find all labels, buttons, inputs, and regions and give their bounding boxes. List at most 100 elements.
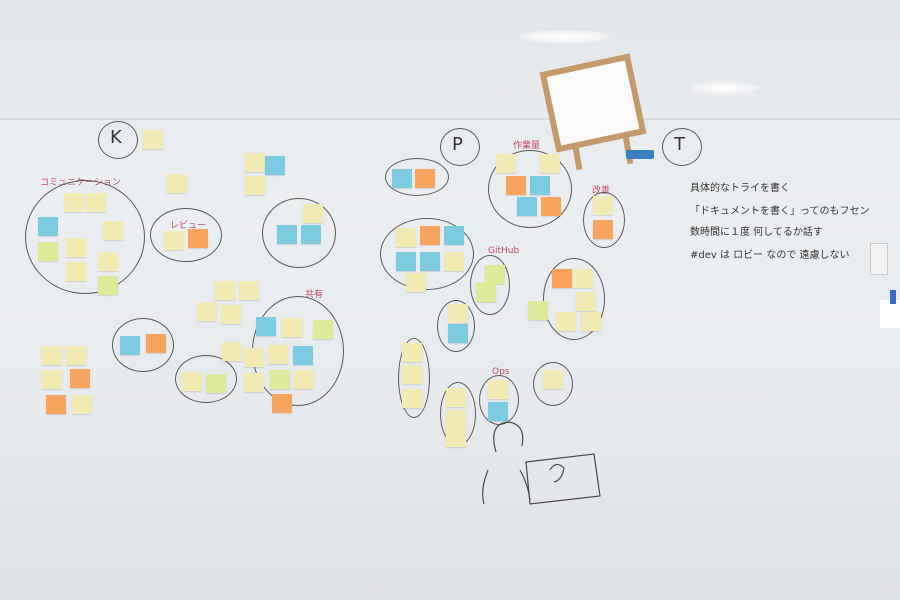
group-label-kaizen: 改善 xyxy=(592,186,611,196)
group-circle xyxy=(543,258,605,340)
sticky-note xyxy=(485,265,505,284)
sticky-note xyxy=(98,276,118,295)
sticky-note xyxy=(146,334,166,353)
sticky-note xyxy=(167,174,187,193)
sticky-note xyxy=(66,262,86,281)
sticky-note xyxy=(268,345,288,364)
sticky-note xyxy=(103,221,123,240)
sticky-note xyxy=(143,130,163,149)
marker-pen xyxy=(890,290,896,304)
p-heading-circle xyxy=(440,128,480,166)
sticky-note xyxy=(86,193,106,212)
sticky-note xyxy=(476,283,496,302)
sticky-note xyxy=(294,370,314,389)
sticky-note xyxy=(293,346,313,365)
sticky-note xyxy=(448,304,468,323)
sticky-note xyxy=(313,320,333,339)
sticky-note xyxy=(552,269,572,288)
t-heading-circle xyxy=(662,128,702,166)
light-glare xyxy=(690,82,760,94)
sticky-note xyxy=(245,176,265,195)
sticky-note xyxy=(42,370,62,389)
sticky-note xyxy=(420,252,440,271)
group-circle xyxy=(398,338,430,418)
group-circle xyxy=(583,192,625,248)
sticky-note xyxy=(446,388,466,407)
group-circle xyxy=(112,318,174,372)
sticky-note xyxy=(42,346,62,365)
sticky-note xyxy=(64,193,84,212)
sticky-note xyxy=(66,238,86,257)
sticky-note xyxy=(528,301,548,320)
group-label-sagyouryou: 作業量 xyxy=(513,141,541,151)
sticky-note xyxy=(593,196,613,215)
sticky-note xyxy=(415,169,435,188)
sticky-note xyxy=(38,217,58,236)
sticky-note xyxy=(188,229,208,248)
group-circle xyxy=(470,255,510,315)
sticky-note xyxy=(402,365,422,384)
group-circle xyxy=(437,300,475,352)
group-circle xyxy=(488,150,572,228)
sticky-note xyxy=(593,220,613,239)
k-heading-circle xyxy=(98,121,138,159)
sticky-note xyxy=(270,370,290,389)
sticky-note xyxy=(392,169,412,188)
sticky-note xyxy=(402,343,422,362)
sticky-note xyxy=(540,154,560,173)
sticky-note xyxy=(38,242,58,261)
sticky-note xyxy=(46,395,66,414)
try-item: 具体的なトライを書く xyxy=(690,183,790,194)
sticky-note xyxy=(98,252,118,271)
sticky-note xyxy=(70,369,90,388)
sticky-note xyxy=(506,176,526,195)
sticky-note xyxy=(576,292,596,311)
sticky-note xyxy=(282,318,302,337)
sticky-note xyxy=(197,302,217,321)
group-circle xyxy=(175,355,237,403)
sticky-note xyxy=(256,317,276,336)
sticky-note xyxy=(496,154,516,173)
try-item: 「ドキュメントを書く」ってのもフセン xyxy=(690,206,870,217)
sticky-note xyxy=(444,252,464,271)
sticky-note xyxy=(182,372,202,391)
group-label-github: GitHub xyxy=(488,246,520,256)
sticky-note xyxy=(66,346,86,365)
sticky-note xyxy=(244,373,264,392)
try-item: #dev は ロビー なので 遠慮しない xyxy=(690,250,850,261)
marker-tray xyxy=(880,300,900,328)
try-item: 数時間に１度 何してるか話す xyxy=(690,227,823,238)
t-heading: T xyxy=(674,134,685,155)
sticky-note xyxy=(221,305,241,324)
eraser-magnet xyxy=(626,150,654,159)
sticky-note xyxy=(215,281,235,300)
group-label-ops: Ops xyxy=(492,367,510,377)
sticky-note xyxy=(301,225,321,244)
sticky-note xyxy=(517,197,537,216)
sticky-note xyxy=(420,226,440,245)
sticky-note xyxy=(396,252,416,271)
sticky-note xyxy=(120,336,140,355)
sticky-note xyxy=(446,410,466,429)
sticky-note xyxy=(244,348,264,367)
sticky-note xyxy=(543,370,563,389)
sticky-note xyxy=(265,156,285,175)
sticky-note xyxy=(448,324,468,343)
sticky-note xyxy=(245,153,265,172)
sticky-note xyxy=(239,281,259,300)
sticky-note xyxy=(556,312,576,331)
p-heading: P xyxy=(452,134,463,155)
sticky-note xyxy=(530,176,550,195)
sticky-note xyxy=(303,204,323,223)
group-circle xyxy=(150,208,222,262)
sticky-note xyxy=(541,197,561,216)
group-circle xyxy=(262,198,336,268)
sticky-note xyxy=(396,228,416,247)
sticky-note xyxy=(581,312,601,331)
sticky-note xyxy=(72,395,92,414)
sticky-note xyxy=(488,380,508,399)
sticky-note xyxy=(277,225,297,244)
sticky-note xyxy=(573,269,593,288)
